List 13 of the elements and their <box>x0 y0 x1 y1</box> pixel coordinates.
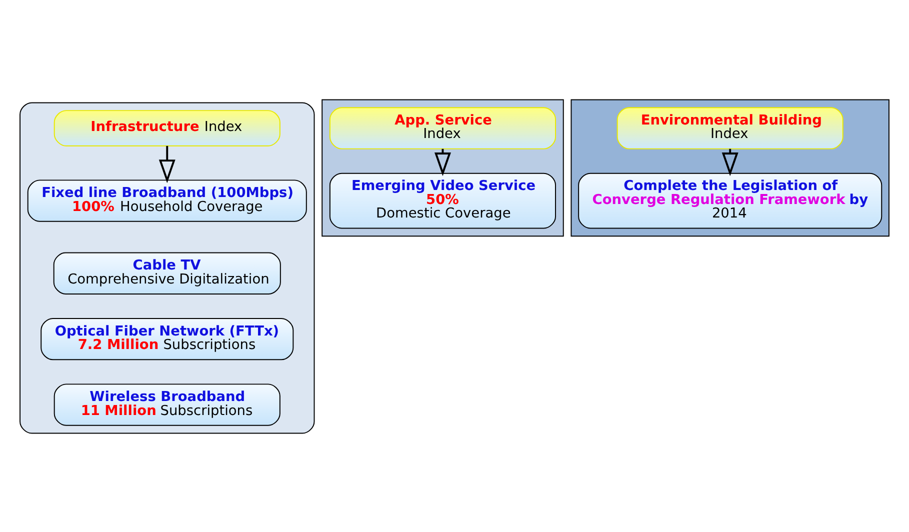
node-box: Environmental Building Index <box>616 106 844 149</box>
cluster <box>20 102 315 434</box>
cluster <box>322 98 564 236</box>
node-box: Fixed line Broadband (100Mbps) 100% Household Coverage <box>27 179 307 222</box>
node-box: Optical Fiber Network (FTTx) 7.2 Million Subscriptions <box>40 318 294 360</box>
arrow <box>158 145 176 183</box>
node-box: Emerging Video Service 50% Domestic Coverage <box>329 172 556 228</box>
node-box: Infrastructure Index <box>54 110 280 146</box>
cluster <box>570 98 890 236</box>
node-box: Complete the Legislation of Converge Regulation Framework by 2014 <box>578 172 882 228</box>
node-box: Cable TV Comprehensive Digitalization <box>53 252 281 294</box>
node-box: App. Service Index <box>329 106 556 149</box>
node-box: Wireless Broadband 11 Million Subscriptions <box>54 383 280 426</box>
